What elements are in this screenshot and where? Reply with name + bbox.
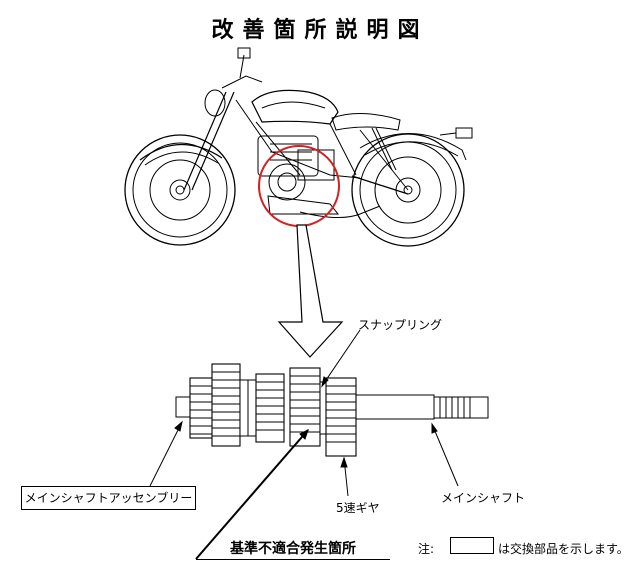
snap-ring-leader bbox=[321, 329, 361, 387]
main-shaft-label: メインシャフト bbox=[441, 491, 526, 505]
fifth-gear-label: 5速ギヤ bbox=[336, 501, 380, 515]
front-wheel bbox=[124, 134, 236, 246]
defect-location-label: 基準不適合発生箇所 bbox=[230, 541, 356, 557]
callout-arrow bbox=[277, 224, 344, 358]
note-text: は交換部品を示します。 bbox=[498, 542, 629, 556]
snap-ring-label: スナップリング bbox=[358, 318, 443, 332]
defect-label-underline bbox=[196, 559, 390, 560]
replacement-part-legend-box bbox=[450, 537, 494, 554]
main-shaft-assembly-drawing bbox=[175, 363, 489, 457]
defect-leader bbox=[195, 429, 309, 560]
main-shaft-leader bbox=[431, 423, 459, 487]
main-shaft-assembly-label: メインシャフトアッセンブリー bbox=[21, 486, 196, 510]
page-title: 改善箇所説明図 bbox=[211, 18, 429, 43]
assembly-leader bbox=[149, 421, 183, 487]
motorcycle-illustration bbox=[124, 47, 473, 247]
note-prefix: 注: bbox=[418, 542, 435, 556]
